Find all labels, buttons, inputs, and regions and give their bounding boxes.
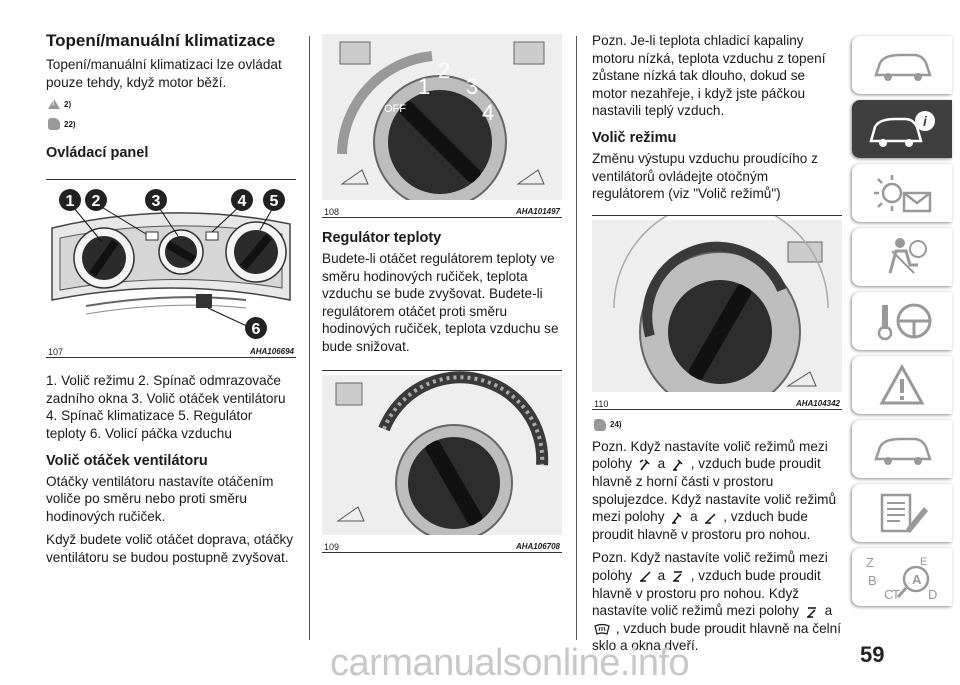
face-foot-vent-icon bbox=[672, 459, 683, 471]
foot-vent-icon bbox=[705, 513, 716, 524]
legend-text: 1. Volič režimu 2. Spínač odmrazovače za… bbox=[46, 373, 286, 441]
column-divider bbox=[309, 36, 310, 640]
tab-starting-driving[interactable] bbox=[852, 292, 952, 350]
foot-vent-icon bbox=[639, 571, 651, 583]
breakdown-icon bbox=[879, 363, 925, 405]
caution-note: 22) bbox=[48, 117, 296, 131]
mode-paragraph: Změnu výstupu vzduchu proudícího z venti… bbox=[592, 150, 818, 202]
warning-lights-icon bbox=[874, 175, 932, 213]
warning-note: 2) bbox=[48, 97, 296, 111]
section-title: Topení/manuální klimatizace bbox=[46, 31, 276, 50]
caution-note: 24) bbox=[594, 418, 842, 432]
car-info-icon: i bbox=[869, 111, 935, 147]
svg-text:2: 2 bbox=[92, 193, 101, 210]
foot-defrost-vent-icon bbox=[672, 571, 682, 583]
svg-text:i: i bbox=[923, 113, 928, 129]
tab-car-info[interactable]: i bbox=[852, 100, 952, 158]
svg-text:3: 3 bbox=[466, 74, 478, 99]
coolant-note: Pozn. Je-li teplota chladicí kapaliny mo… bbox=[592, 33, 826, 119]
index-icon: Z E A B C T D bbox=[866, 555, 937, 601]
page-number: 59 bbox=[860, 642, 885, 667]
svg-text:T: T bbox=[892, 587, 900, 601]
temp-paragraph: Budete-li otáčet regulátorem teploty ve … bbox=[322, 251, 559, 354]
safety-airbag-icon bbox=[888, 238, 927, 274]
fan-paragraph-1: Otáčky ventilátoru nastavíte otáčením vo… bbox=[46, 473, 274, 524]
column-divider bbox=[576, 36, 577, 640]
svg-text:3: 3 bbox=[152, 193, 161, 210]
face-vent-icon bbox=[639, 459, 650, 471]
fan-speed-dial-illustration: OFF 1 2 3 4 bbox=[322, 34, 562, 209]
callout-6: 6 bbox=[245, 317, 267, 340]
caution-hand-icon bbox=[594, 418, 606, 431]
temp-heading: Regulátor teploty bbox=[322, 230, 442, 246]
column-3: Pozn. Je-li teplota chladicí kapaliny mo… bbox=[592, 0, 842, 661]
mode-note-1: Pozn. Když nastavíte volič režimů mezi p… bbox=[592, 438, 837, 542]
tab-servicing[interactable] bbox=[852, 420, 952, 478]
svg-text:1: 1 bbox=[66, 193, 75, 210]
svg-text:C: C bbox=[884, 587, 893, 601]
face-foot-vent-icon bbox=[672, 512, 682, 524]
callout-3: 3 bbox=[145, 189, 167, 212]
car-overview-icon bbox=[874, 53, 932, 81]
fan-paragraph-2: Když budete volič otáčet doprava, otáčky… bbox=[46, 532, 294, 565]
svg-text:4: 4 bbox=[482, 100, 494, 125]
tab-technical-data[interactable] bbox=[852, 484, 952, 542]
warning-triangle-icon bbox=[48, 99, 60, 110]
fan-heading: Volič otáček ventilátoru bbox=[46, 452, 208, 469]
svg-text:B: B bbox=[868, 573, 877, 588]
temperature-dial-illustration bbox=[322, 370, 562, 542]
panel-heading: Ovládací panel bbox=[46, 145, 149, 162]
tab-breakdown[interactable] bbox=[852, 356, 952, 414]
svg-text:6: 6 bbox=[252, 321, 261, 338]
chapter-sidebar: i Z E A B C T D bbox=[852, 36, 952, 612]
intro-text: Topení/manuální klimatizaci lze ovládat … bbox=[46, 57, 282, 90]
callout-2: 2 bbox=[85, 189, 107, 212]
windshield-defrost-icon bbox=[594, 623, 610, 635]
mode-note-2: Pozn. Když nastavíte volič režimů mezi p… bbox=[592, 550, 841, 654]
svg-text:5: 5 bbox=[270, 193, 279, 210]
control-panel-illustration: 1 2 3 4 5 6 bbox=[51, 189, 291, 340]
servicing-icon bbox=[874, 437, 932, 465]
mode-heading: Volič režimu bbox=[592, 129, 677, 146]
svg-text:E: E bbox=[920, 556, 927, 568]
tab-index[interactable]: Z E A B C T D bbox=[852, 548, 952, 606]
tab-warning-lights[interactable] bbox=[852, 164, 952, 222]
svg-text:1: 1 bbox=[418, 74, 430, 99]
tab-car-overview[interactable] bbox=[852, 36, 952, 94]
technical-data-icon bbox=[880, 493, 928, 533]
caution-hand-icon bbox=[48, 118, 60, 131]
svg-text:D: D bbox=[928, 587, 937, 601]
svg-text:2: 2 bbox=[438, 58, 450, 83]
tab-safety[interactable] bbox=[852, 228, 952, 286]
callout-4: 4 bbox=[231, 189, 253, 212]
starting-driving-icon bbox=[877, 303, 932, 341]
mode-dial-illustration bbox=[592, 200, 842, 413]
watermark-text: carmanualsonline.info bbox=[330, 642, 690, 684]
svg-text:A: A bbox=[912, 572, 922, 587]
callout-5: 5 bbox=[263, 189, 285, 212]
callout-1: 1 bbox=[59, 189, 81, 212]
svg-text:Z: Z bbox=[866, 555, 874, 570]
svg-text:4: 4 bbox=[238, 193, 247, 210]
svg-text:OFF: OFF bbox=[384, 103, 406, 115]
column-1: Topení/manuální klimatizace Topení/manuá… bbox=[46, 0, 296, 573]
foot-defrost-vent-icon bbox=[806, 606, 816, 618]
